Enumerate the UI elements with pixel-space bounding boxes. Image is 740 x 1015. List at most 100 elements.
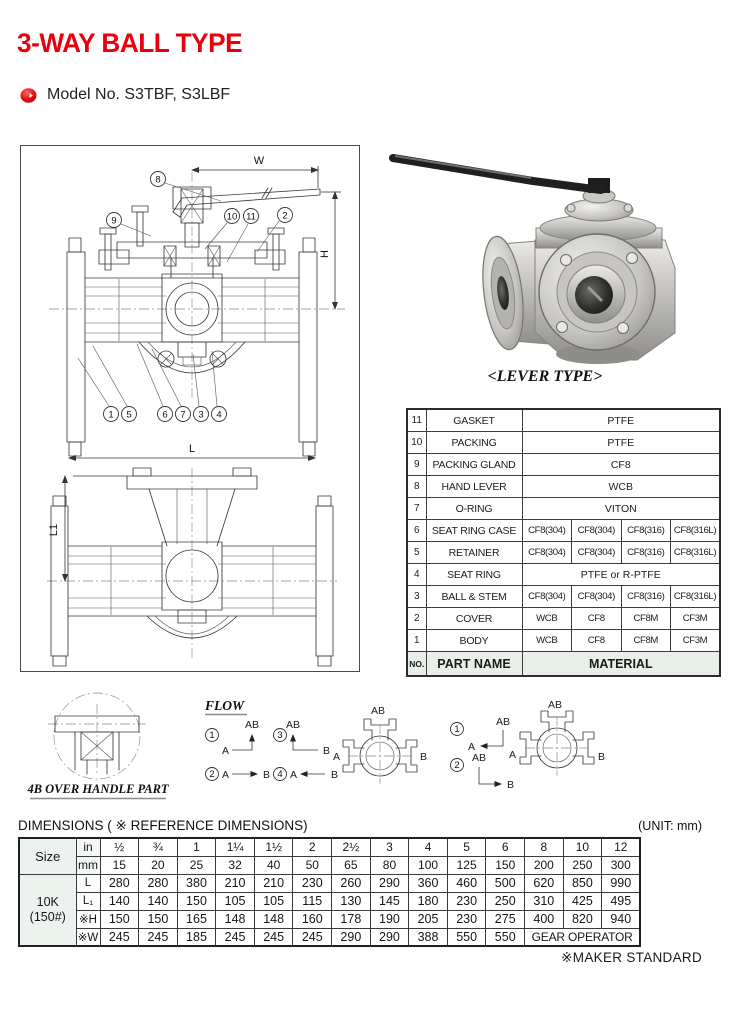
- unit-label: (UNIT: mm): [638, 819, 702, 833]
- dim-cell: 205: [408, 909, 448, 929]
- dim-cell: 388: [408, 927, 448, 947]
- dim-cell: 145: [369, 891, 410, 911]
- svg-text:A: A: [290, 769, 297, 781]
- part-cell: CF8(304): [521, 519, 572, 542]
- svg-text:4: 4: [216, 410, 221, 421]
- dim-cell: 178: [331, 909, 371, 929]
- left-flange: [482, 235, 524, 351]
- technical-drawing-frame: W H L 8 9 10 11 2 1 5 6 7 3 4: [20, 145, 360, 672]
- maker-standard-note: ※MAKER STANDARD: [561, 950, 702, 965]
- part-cell: CF8(304): [571, 519, 622, 542]
- dim-cell: 290: [369, 927, 410, 947]
- dim-label-l1: L1: [48, 524, 60, 536]
- dim-cell: 280: [99, 873, 140, 893]
- callout-7: 7: [175, 406, 191, 422]
- flow-pattern-2: 2 A B: [205, 767, 270, 781]
- dim-cell: 820: [562, 909, 603, 929]
- dim-cell: 105: [253, 891, 294, 911]
- dim-cell: 990: [601, 873, 641, 893]
- dim-cell: 10: [562, 837, 603, 857]
- dim-cell: 65: [331, 855, 371, 875]
- part-cell: CF8(316L): [670, 541, 721, 564]
- dim-cell: 190: [369, 909, 410, 929]
- dim-cell: 185: [176, 927, 217, 947]
- dim-cell: 310: [524, 891, 564, 911]
- part-cell: WCB: [521, 629, 572, 652]
- part-cell: SEAT RING CASE: [425, 519, 523, 542]
- part-cell: COVER: [425, 607, 523, 630]
- part-cell: CF8(304): [571, 585, 622, 608]
- svg-text:6: 6: [162, 410, 167, 421]
- dim-cell: 210: [215, 873, 255, 893]
- part-cell: CF8: [571, 629, 622, 652]
- dim-cell: 290: [331, 927, 371, 947]
- svg-text:1: 1: [209, 730, 214, 741]
- dim-cell: 80: [369, 855, 410, 875]
- callout-10: 10: [224, 208, 240, 224]
- part-cell: PACKING GLAND: [425, 453, 523, 476]
- dim-cell: 125: [446, 855, 487, 875]
- dim-cell: 245: [138, 927, 178, 947]
- svg-text:B: B: [598, 751, 605, 763]
- dim-cell: 115: [292, 891, 333, 911]
- flow-title: FLOW: [204, 698, 245, 713]
- dim-cell: 4: [408, 837, 448, 857]
- svg-text:9: 9: [111, 216, 116, 227]
- svg-text:3: 3: [277, 730, 282, 741]
- part-cell: CF8(304): [521, 585, 572, 608]
- dim-cell: 3: [369, 837, 410, 857]
- dim-cell: 495: [601, 891, 641, 911]
- part-cell: CF8: [571, 607, 622, 630]
- callout-2: 2: [277, 207, 293, 223]
- part-cell: VITON: [521, 497, 721, 520]
- part-cell: 6: [406, 519, 427, 542]
- dim-cell: 32: [215, 855, 255, 875]
- svg-text:AB: AB: [371, 705, 385, 717]
- dim-cell: 148: [253, 909, 294, 929]
- dim-cell: 15: [99, 855, 140, 875]
- svg-text:A: A: [222, 769, 229, 781]
- dim-cell: 290: [369, 873, 410, 893]
- dim-cell: ½: [99, 837, 140, 857]
- hand-lever-outline: [172, 188, 321, 218]
- svg-text:AB: AB: [472, 752, 486, 764]
- dim-cell: ¾: [138, 837, 178, 857]
- flow-pattern-6: 2 AB B: [450, 752, 514, 791]
- part-cell: PTFE or R-PTFE: [521, 563, 721, 586]
- dim-cell: 245: [253, 927, 294, 947]
- dim-cell: 148: [215, 909, 255, 929]
- dim-cell: 400: [524, 909, 564, 929]
- dim-cell: 230: [446, 909, 487, 929]
- parts-header-row: NO. PART NAME MATERIAL: [406, 651, 721, 677]
- dim-cell: 245: [215, 927, 255, 947]
- dim-cell: 275: [485, 909, 526, 929]
- dim-cell: 140: [99, 891, 140, 911]
- dim-cell: 130: [331, 891, 371, 911]
- svg-text:5: 5: [126, 410, 131, 421]
- red-arrow-icon: [20, 87, 37, 103]
- page-title: 3-WAY BALL TYPE: [17, 28, 243, 58]
- flow-section: 4B OVER HANDLE PART FLOW 1 A AB 3 AB B 2…: [26, 692, 605, 800]
- part-cell: 8: [406, 475, 427, 498]
- model-number-label: Model No. S3TBF, S3LBF: [47, 86, 231, 103]
- svg-text:11: 11: [246, 212, 256, 223]
- part-cell: 1: [406, 629, 427, 652]
- dim-cell: in: [75, 837, 101, 857]
- part-cell: 7: [406, 497, 427, 520]
- svg-text:A: A: [468, 741, 475, 753]
- part-cell: CF8(316): [620, 585, 671, 608]
- part-cell: CF3M: [670, 607, 721, 630]
- part-cell: 3: [406, 585, 427, 608]
- dim-cell: 8: [524, 837, 564, 857]
- part-cell: RETAINER: [425, 541, 523, 564]
- part-cell: 10: [406, 431, 427, 454]
- dim-cell: 1½: [253, 837, 294, 857]
